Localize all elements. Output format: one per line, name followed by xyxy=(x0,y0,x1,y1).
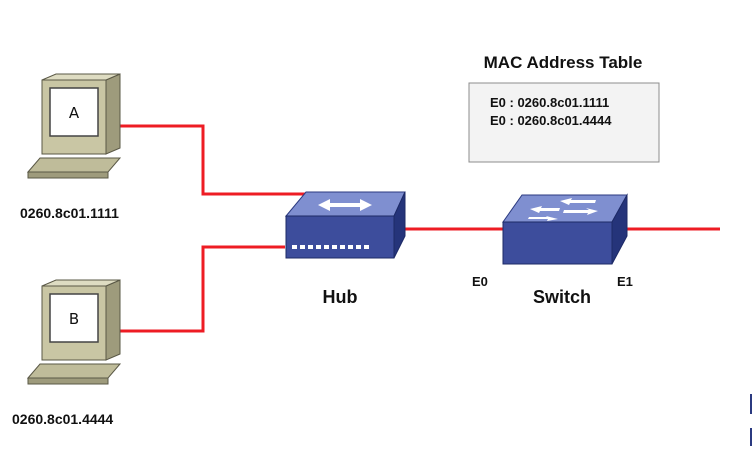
hub-ports xyxy=(292,245,369,249)
edge-mark xyxy=(750,428,752,446)
cable-b-hub xyxy=(120,245,285,333)
pc-b-keyboard xyxy=(26,363,122,379)
mac-table-title: MAC Address Table xyxy=(484,53,643,72)
pc-b: B xyxy=(26,279,122,385)
cable-a-hub xyxy=(120,124,306,196)
cables xyxy=(120,124,720,333)
switch-port-e1-label: E1 xyxy=(617,274,633,289)
pc-a: A xyxy=(26,73,122,179)
pc-a-base xyxy=(27,171,109,179)
pc-b-monitor-top xyxy=(41,279,121,287)
pc-a-screen xyxy=(49,87,99,137)
pc-b-monitor-side xyxy=(105,279,121,361)
hub-label: Hub xyxy=(323,287,358,307)
pc-b-letter: B xyxy=(69,310,79,328)
switch-top xyxy=(502,194,628,223)
hub-front xyxy=(285,215,395,259)
pc-a-monitor-top xyxy=(41,73,121,81)
pc-a-keyboard xyxy=(26,157,122,173)
pc-a-mac-label: 0260.8c01.1111 xyxy=(20,205,119,221)
hub-device xyxy=(284,191,406,259)
hub-arrow-icon xyxy=(318,199,372,211)
switch-front xyxy=(502,221,613,265)
mac-table-entry-1: E0 : 0260.8c01.1111 xyxy=(490,95,609,110)
switch-label: Switch xyxy=(533,287,591,307)
pc-a-letter: A xyxy=(69,104,80,122)
mac-table-box xyxy=(468,82,660,163)
switch-arrows-icon xyxy=(528,198,598,221)
switch-port-e0-label: E0 xyxy=(472,274,488,289)
edge-mark xyxy=(750,394,752,414)
pc-b-screen xyxy=(49,293,99,343)
pc-b-base xyxy=(27,377,109,385)
pc-a-monitor-side xyxy=(105,73,121,155)
switch-device xyxy=(502,193,628,265)
mac-table-entry-2: E0 : 0260.8c01.4444 xyxy=(490,113,612,128)
pc-b-mac-label: 0260.8c01.4444 xyxy=(12,411,113,427)
